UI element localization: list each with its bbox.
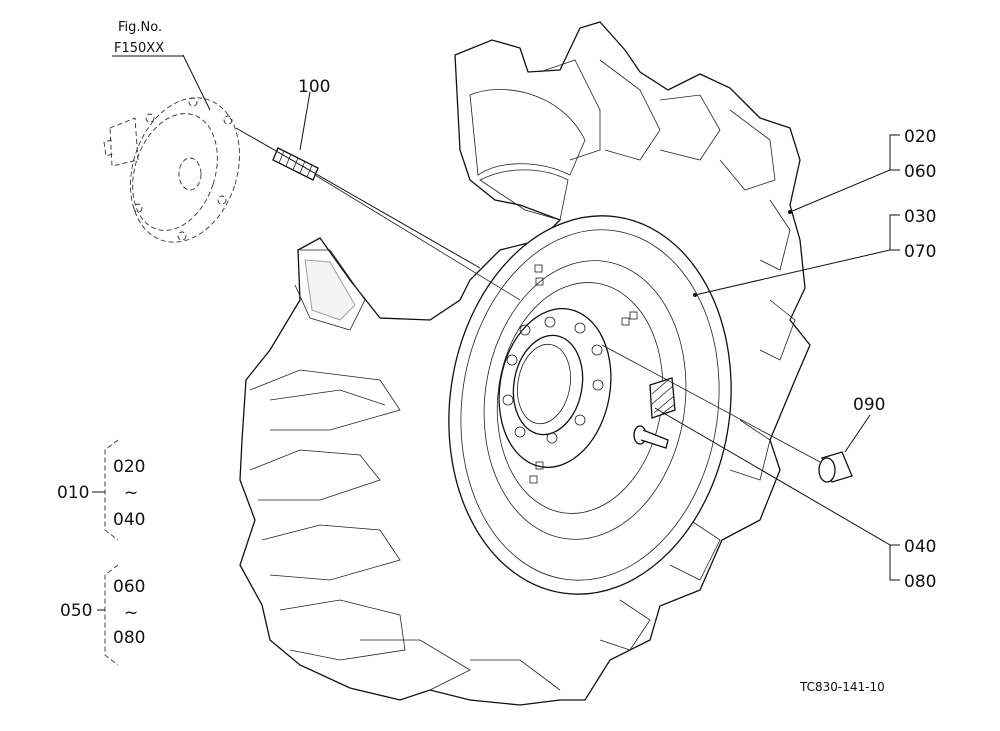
group-050-tilde: ~	[124, 603, 138, 623]
wheel-rim-disc	[448, 215, 732, 595]
label-part-020: 020	[904, 127, 936, 147]
leader-lines	[92, 54, 900, 666]
fig-code: F150XX	[114, 41, 164, 56]
fig-no-label: Fig.No.	[118, 20, 162, 35]
group-010-from: 020	[113, 457, 145, 477]
label-part-040: 040	[904, 537, 936, 557]
hatched-label-plate	[649, 377, 676, 419]
label-part-100: 100	[298, 77, 330, 97]
group-050: 050 060 ~ 080	[60, 577, 145, 648]
label-part-060: 060	[904, 162, 936, 182]
label-part-030: 030	[904, 207, 936, 227]
hub-flange-reference	[103, 97, 240, 243]
tire-valve	[633, 425, 669, 449]
label-part-090: 090	[853, 395, 885, 415]
wheel-nut-090	[818, 451, 853, 483]
group-050-to: 080	[113, 628, 145, 648]
group-010: 010 020 ~ 040	[57, 457, 145, 530]
label-part-070: 070	[904, 242, 936, 262]
figure-reference-label: Fig.No. F150XX	[112, 20, 184, 57]
group-010-tilde: ~	[124, 483, 138, 503]
group-010-to: 040	[113, 510, 145, 530]
group-050-from: 060	[113, 577, 145, 597]
group-010-id: 010	[57, 483, 89, 503]
group-050-id: 050	[60, 601, 92, 621]
drawing-code: TC830-141-10	[799, 680, 885, 694]
label-part-080: 080	[904, 572, 936, 592]
